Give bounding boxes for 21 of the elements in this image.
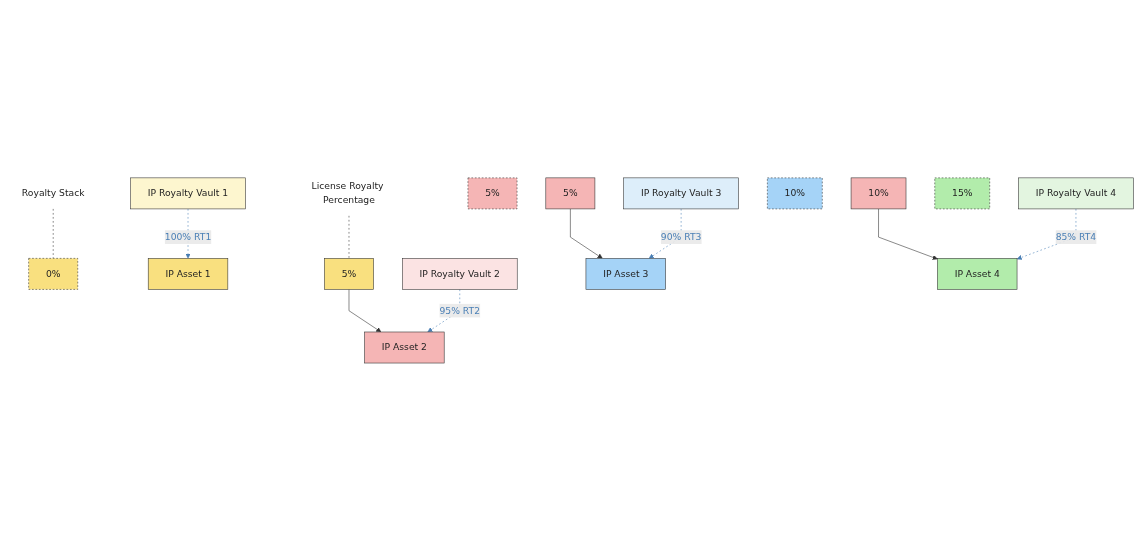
edge-label: 90% RT3 bbox=[660, 231, 702, 243]
edge-label: 85% RT4 bbox=[1055, 231, 1097, 243]
edge-label: 100% RT1 bbox=[164, 231, 212, 243]
node-box: IP Royalty Vault 3 bbox=[623, 177, 739, 210]
node-text: Royalty Stack bbox=[21, 187, 85, 199]
node-box: 5% bbox=[467, 177, 518, 210]
node-box: IP Royalty Vault 2 bbox=[402, 258, 518, 290]
node-box: 0% bbox=[28, 258, 79, 290]
node-box: 5% bbox=[324, 258, 374, 290]
edge-label: 95% RT2 bbox=[439, 304, 481, 316]
node-box: 10% bbox=[767, 177, 823, 210]
node-text: License Royalty Percentage bbox=[311, 180, 384, 206]
node-box: IP Asset 1 bbox=[147, 258, 229, 290]
node-box: IP Royalty Vault 4 bbox=[1018, 177, 1134, 210]
node-box: 5% bbox=[545, 177, 596, 210]
node-box: IP Asset 2 bbox=[364, 331, 445, 364]
node-box: IP Asset 4 bbox=[937, 258, 1018, 290]
node-box: 15% bbox=[934, 177, 990, 210]
node-box: 10% bbox=[850, 177, 907, 210]
node-box: IP Asset 3 bbox=[585, 258, 666, 290]
node-box: IP Royalty Vault 1 bbox=[130, 177, 246, 210]
